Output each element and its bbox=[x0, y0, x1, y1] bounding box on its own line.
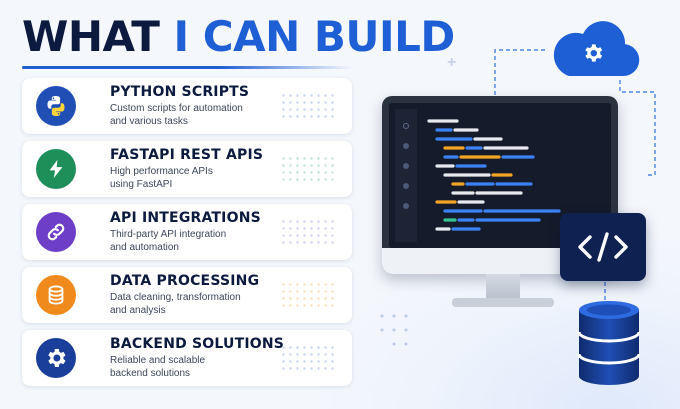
code-editor-screen bbox=[389, 103, 611, 248]
service-card-fastapi[interactable]: FASTAPI REST APIS High performance APIs … bbox=[22, 141, 352, 197]
title-part-accent: I CAN BUILD bbox=[173, 12, 456, 61]
card-title: PYTHON SCRIPTS bbox=[110, 84, 250, 100]
services-list: PYTHON SCRIPTS Custom scripts for automa… bbox=[22, 78, 352, 393]
card-title: API INTEGRATIONS bbox=[110, 210, 261, 226]
service-card-backend[interactable]: BACKEND SOLUTIONS Reliable and scalable … bbox=[22, 330, 352, 386]
code-brackets-tile bbox=[560, 213, 646, 281]
card-desc-line: using FastAPI bbox=[110, 178, 173, 190]
decorative-dots bbox=[280, 344, 336, 372]
link-chain-icon bbox=[36, 212, 76, 252]
decorative-dots bbox=[280, 281, 336, 309]
title-underline bbox=[22, 66, 352, 69]
decorative-plus: + bbox=[447, 54, 457, 71]
card-description: Custom scripts for automation and variou… bbox=[110, 103, 270, 128]
cloud-gear-icon bbox=[553, 21, 640, 77]
sidebar-dot bbox=[403, 163, 409, 169]
card-desc-line: and various tasks bbox=[110, 115, 188, 127]
python-logo-icon bbox=[36, 86, 76, 126]
editor-sidebar bbox=[395, 109, 417, 242]
card-desc-line: and automation bbox=[110, 241, 179, 253]
monitor-stand bbox=[486, 274, 520, 300]
sidebar-dot bbox=[403, 183, 409, 189]
code-brackets-icon bbox=[578, 232, 628, 262]
database-icon bbox=[577, 301, 641, 385]
card-title: DATA PROCESSING bbox=[110, 273, 260, 289]
card-desc-line: High performance APIs bbox=[110, 166, 213, 177]
service-card-api-integrations[interactable]: API INTEGRATIONS Third-party API integra… bbox=[22, 204, 352, 260]
card-description: Third-party API integration and automati… bbox=[110, 229, 270, 254]
card-desc-line: Third-party API integration bbox=[110, 229, 227, 240]
card-desc-line: backend solutions bbox=[110, 367, 191, 379]
card-desc-line: Custom scripts for automation bbox=[110, 103, 243, 114]
decorative-dots bbox=[380, 314, 408, 346]
gear-icon bbox=[36, 338, 76, 378]
monitor-base bbox=[452, 298, 554, 307]
decorative-dots bbox=[280, 218, 336, 246]
card-desc-line: Data cleaning, transformation bbox=[110, 292, 241, 303]
card-description: Data cleaning, transformation and analys… bbox=[110, 292, 270, 317]
sidebar-dot bbox=[403, 123, 409, 129]
service-card-data-processing[interactable]: DATA PROCESSING Data cleaning, transform… bbox=[22, 267, 352, 323]
sidebar-dot bbox=[403, 143, 409, 149]
lightning-bolt-icon bbox=[36, 149, 76, 189]
title-part-dark: WHAT bbox=[22, 12, 160, 61]
card-desc-line: and analysis bbox=[110, 304, 166, 316]
sidebar-dot bbox=[403, 203, 409, 209]
service-card-python[interactable]: PYTHON SCRIPTS Custom scripts for automa… bbox=[22, 78, 352, 134]
card-desc-line: Reliable and scalable bbox=[110, 355, 206, 366]
card-description: Reliable and scalable backend solutions bbox=[110, 355, 270, 380]
card-description: High performance APIs using FastAPI bbox=[110, 166, 270, 191]
card-title: BACKEND SOLUTIONS bbox=[110, 336, 285, 352]
code-lines bbox=[427, 119, 561, 231]
page-title: WHAT I CAN BUILD bbox=[22, 12, 455, 61]
decorative-dots bbox=[280, 155, 336, 183]
card-title: FASTAPI REST APIS bbox=[110, 147, 264, 163]
database-stack-icon bbox=[36, 275, 76, 315]
decorative-dots bbox=[280, 92, 336, 120]
